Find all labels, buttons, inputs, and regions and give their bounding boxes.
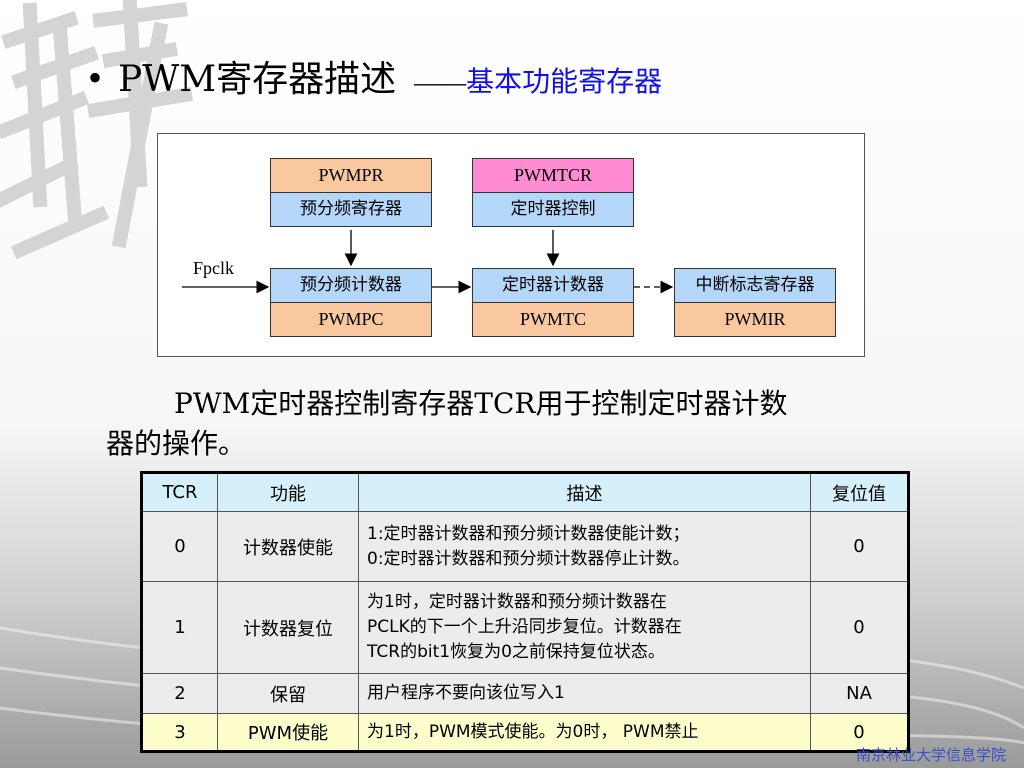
pwmtc-block: 定时器计数器 PWMTC — [472, 268, 634, 337]
pwmir-block: 中断标志寄存器 PWMIR — [674, 268, 836, 337]
row-bit: 1 — [141, 581, 218, 674]
pwmpc-name: PWMPC — [271, 302, 431, 336]
title-dash: —— — [414, 68, 467, 97]
row-reset-value: NA — [810, 673, 909, 714]
row-description: 为1时，定时器计数器和预分频计数器在 PCLK的下一个上升沿同步复位。计数器在 … — [358, 581, 811, 674]
row-bit: 3 — [141, 713, 218, 752]
pwmpc-desc: 预分频计数器 — [271, 269, 431, 302]
desc-line: 用户程序不要向该位写入1 — [367, 683, 565, 703]
title-main-text: PWM寄存器描述 — [118, 59, 397, 100]
row-reset-value: 0 — [810, 713, 909, 752]
row-function: 计数器复位 — [217, 581, 359, 674]
bullet-point: • — [88, 55, 103, 100]
desc-line: PCLK的下一个上升沿同步复位。计数器在 — [367, 617, 682, 637]
table-row: 3 PWM使能 为1时，PWM模式使能。为0时， PWM禁止 0 — [141, 713, 909, 752]
row-function: 保留 — [217, 673, 359, 714]
background-watermark-graphic — [0, 0, 194, 260]
table-header-row: TCR 功能 描述 复位值 — [141, 472, 909, 512]
pwmtc-name: PWMTC — [473, 302, 633, 336]
pwmtcr-desc: 定时器控制 — [473, 192, 633, 226]
desc-line: 为1时，定时器计数器和预分频计数器在 — [367, 592, 667, 612]
header-reset-value: 复位值 — [810, 472, 909, 512]
paragraph-line-1: PWM定时器控制寄存器TCR用于控制定时器计数 — [174, 387, 788, 420]
row-description: 1:定时器计数器和预分频计数器使能计数； 0:定时器计数器和预分频计数器停止计数… — [358, 511, 811, 582]
table-row: 2 保留 用户程序不要向该位写入1 NA — [141, 673, 909, 714]
pwm-register-diagram: Fpclk PWMPR 预分频寄存器 PWMTCR 定时器控制 预分频计数器 P… — [157, 133, 865, 357]
description-paragraph: PWM定时器控制寄存器TCR用于控制定时器计数 器的操作。 — [106, 384, 906, 464]
slide-title: • PWM寄存器描述 —— 基本功能寄存器 — [88, 50, 662, 110]
table-row: 0 计数器使能 1:定时器计数器和预分频计数器使能计数； 0:定时器计数器和预分… — [141, 511, 909, 582]
fpclk-label: Fpclk — [193, 258, 235, 278]
pwmpr-block: PWMPR 预分频寄存器 — [270, 158, 432, 227]
desc-line: TCR的bit1恢复为0之前保持复位状态。 — [367, 642, 665, 662]
row-bit: 2 — [141, 673, 218, 714]
header-function: 功能 — [217, 472, 359, 512]
header-tcr: TCR — [141, 472, 218, 512]
pwmtc-desc: 定时器计数器 — [473, 269, 633, 302]
pwmpc-block: 预分频计数器 PWMPC — [270, 268, 432, 337]
pwmtcr-block: PWMTCR 定时器控制 — [472, 158, 634, 227]
pwmpr-desc: 预分频寄存器 — [271, 192, 431, 226]
pwmtcr-name: PWMTCR — [473, 159, 633, 192]
row-description: 为1时，PWM模式使能。为0时， PWM禁止 — [358, 713, 811, 752]
title-subtitle: 基本功能寄存器 — [466, 65, 663, 98]
pwmpr-name: PWMPR — [271, 159, 431, 192]
pwmir-name: PWMIR — [675, 302, 835, 336]
row-function: PWM使能 — [217, 713, 359, 752]
row-function: 计数器使能 — [217, 511, 359, 582]
footer-institution: 南京林业大学信息学院 — [855, 746, 1006, 764]
pwmir-desc: 中断标志寄存器 — [675, 269, 835, 302]
row-description: 用户程序不要向该位写入1 — [358, 673, 811, 714]
diagram-arrows — [182, 230, 674, 294]
row-reset-value: 0 — [810, 581, 909, 674]
desc-line: 0:定时器计数器和预分频计数器停止计数。 — [367, 548, 690, 569]
header-description: 描述 — [358, 472, 811, 512]
desc-line: 1:定时器计数器和预分频计数器使能计数； — [367, 523, 690, 544]
tcr-register-table: TCR 功能 描述 复位值 0 计数器使能 1:定时器计数器和预分频计数器使能计… — [140, 471, 910, 753]
row-reset-value: 0 — [810, 511, 909, 582]
desc-line: 为1时，PWM模式使能。为0时， PWM禁止 — [367, 721, 699, 742]
paragraph-line-2: 器的操作。 — [106, 427, 247, 460]
row-bit: 0 — [141, 511, 218, 582]
table-row: 1 计数器复位 为1时，定时器计数器和预分频计数器在 PCLK的下一个上升沿同步… — [141, 581, 909, 674]
